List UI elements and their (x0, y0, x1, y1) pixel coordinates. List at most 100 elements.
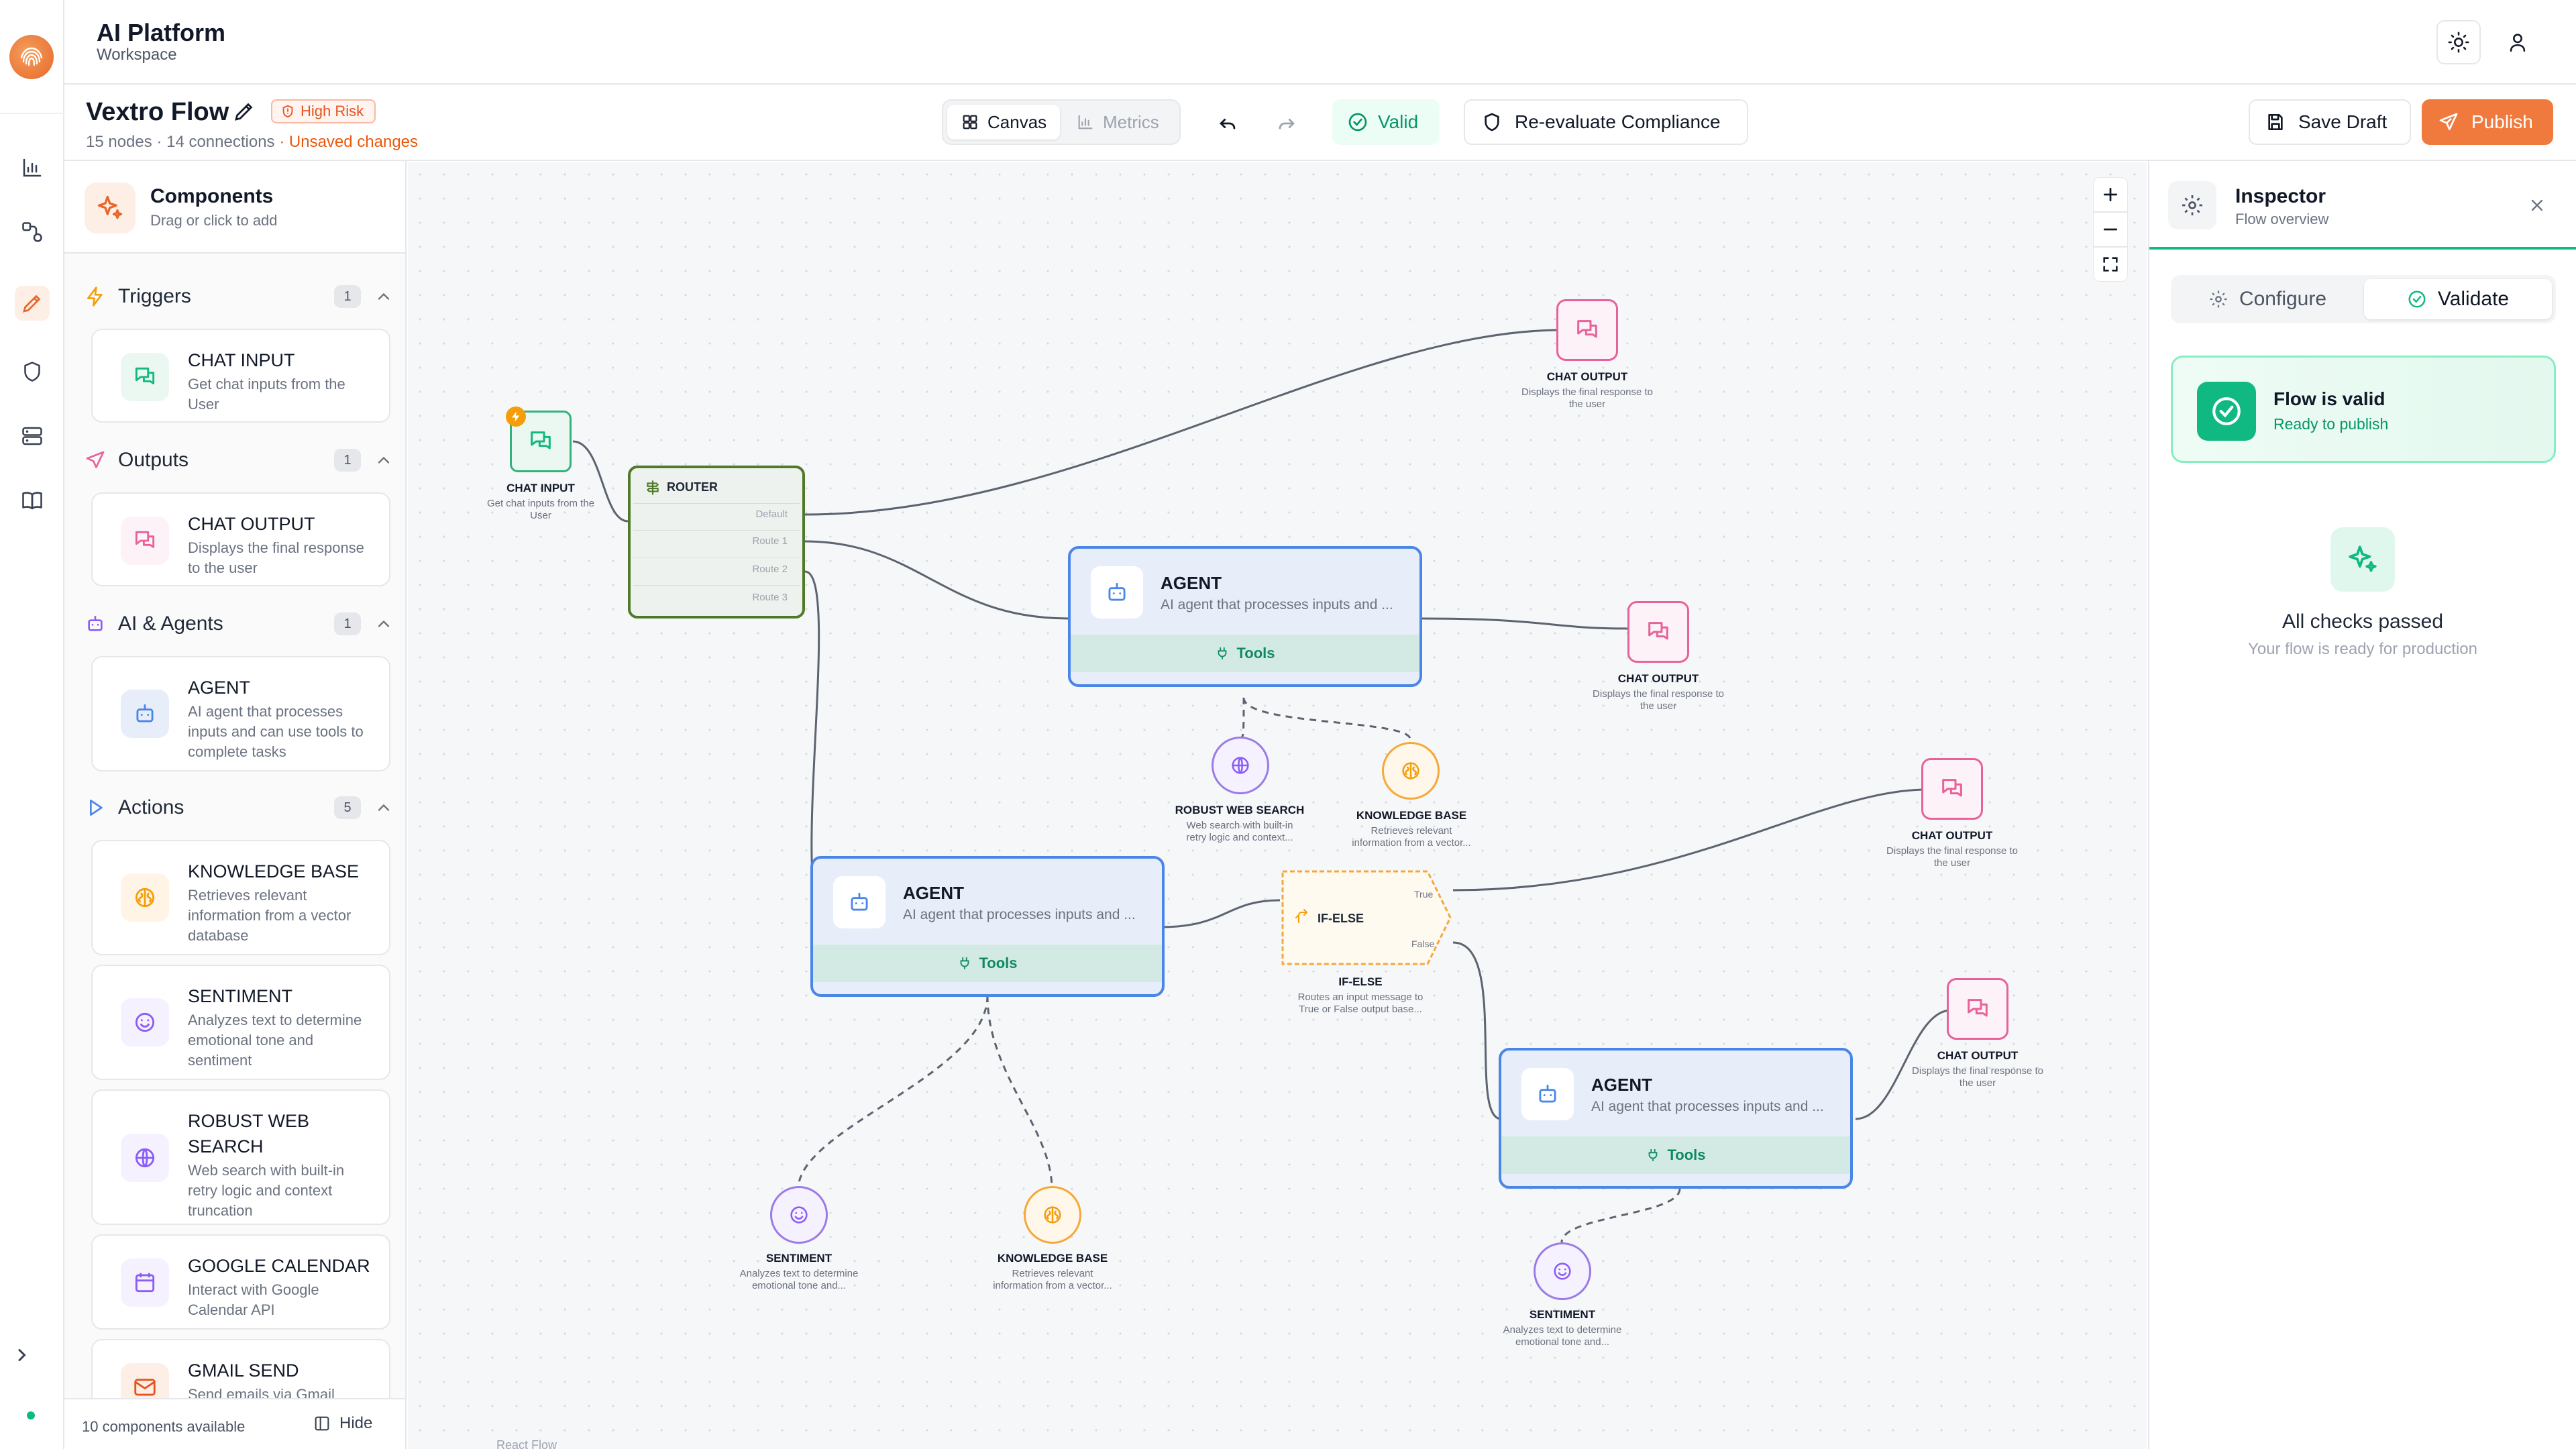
flow-name[interactable]: Vextro Flow (86, 98, 229, 126)
knowledge-base-tool-node[interactable] (1382, 742, 1440, 800)
shield-alert-icon (282, 105, 293, 118)
valid-status-button[interactable]: Valid (1332, 99, 1440, 145)
zoom-in-icon[interactable] (2093, 177, 2128, 212)
gear-icon (2210, 290, 2227, 308)
bolt-icon (85, 286, 111, 307)
server-icon[interactable] (15, 419, 50, 453)
router-divider (633, 530, 800, 531)
hide-panel-button[interactable]: Hide (313, 1414, 372, 1433)
metrics-view-button[interactable]: Metrics (1063, 105, 1173, 140)
web-search-tool-node[interactable] (1212, 737, 1269, 794)
category-label: Outputs (118, 449, 189, 471)
agent-tools-bar[interactable]: Tools (813, 945, 1162, 982)
edge-ifelse-true-output-3[interactable] (1452, 788, 1927, 892)
user-menu-button[interactable] (2496, 20, 2540, 64)
tab-configure[interactable]: Configure (2175, 279, 2360, 319)
reevaluate-compliance-button[interactable]: Re-evaluate Compliance (1464, 99, 1748, 145)
sentiment-tool-node[interactable] (1534, 1242, 1591, 1300)
inspector-header: Inspector Flow overview (2149, 161, 2576, 250)
theme-toggle-button[interactable] (2436, 20, 2481, 64)
edge-agent1-output-2[interactable] (1421, 617, 1628, 630)
book-icon[interactable] (15, 483, 50, 518)
brand-logo[interactable] (9, 35, 54, 79)
component-card-chat-output[interactable]: CHAT OUTPUT Displays the final response … (91, 492, 390, 586)
expand-sidebar-icon[interactable] (9, 1343, 34, 1367)
component-card-chat-input[interactable]: CHAT INPUT Get chat inputs from the User (91, 329, 390, 423)
grid-icon (963, 115, 977, 129)
edge-agent2-ifelse[interactable] (1160, 899, 1281, 928)
edge-agent3-output-4[interactable] (1855, 1009, 1951, 1120)
publish-button[interactable]: Publish (2422, 99, 2553, 145)
agent-tools-bar[interactable]: Tools (1501, 1136, 1850, 1174)
chat-output-icon (121, 517, 169, 565)
edge-agent3-sentiment[interactable] (1560, 1188, 1681, 1243)
component-card-google-calendar[interactable]: GOOGLE CALENDAR Interact with Google Cal… (91, 1234, 390, 1330)
category-label: Triggers (118, 285, 191, 307)
edge-agent1-knowledge-base[interactable] (1242, 697, 1411, 740)
edge-router-agent-1[interactable] (804, 540, 1069, 620)
save-draft-button[interactable]: Save Draft (2249, 99, 2411, 145)
canvas-view-button[interactable]: Canvas (947, 105, 1061, 140)
zoom-out-icon[interactable] (2093, 212, 2128, 247)
agent-desc: AI agent that processes inputs and ... (1591, 1099, 1824, 1114)
chat-output-node[interactable] (1627, 601, 1689, 663)
if-else-node[interactable]: IF-ELSE True False (1280, 869, 1453, 967)
risk-badge: High Risk (271, 99, 376, 123)
component-card-agent[interactable]: AGENT AI agent that processes inputs and… (91, 656, 390, 771)
chat-output-label: CHAT OUTPUT (1617, 672, 1699, 685)
edge-router-output-1[interactable] (804, 329, 1562, 516)
flows-icon[interactable] (15, 215, 50, 250)
category-label: AI & Agents (118, 612, 223, 635)
agent-node[interactable]: AGENT AI agent that processes inputs and… (1068, 546, 1422, 687)
redo-icon[interactable] (1272, 109, 1301, 138)
fit-view-icon[interactable] (2093, 247, 2128, 282)
save-draft-label: Save Draft (2298, 111, 2387, 132)
component-card-robust-web-search[interactable]: ROBUST WEB SEARCH Web search with built-… (91, 1089, 390, 1225)
user-icon (2510, 34, 2526, 52)
chat-output-node[interactable] (1947, 978, 2008, 1040)
agent-tools-bar[interactable]: Tools (1071, 635, 1419, 672)
category-ai-agents[interactable]: AI & Agents 1 (85, 605, 393, 643)
edge-ifelse-false-agent-3[interactable] (1452, 941, 1502, 1120)
edit-name-pencil-icon[interactable] (232, 99, 256, 127)
component-card-sentiment[interactable]: SENTIMENT Analyzes text to determine emo… (91, 965, 390, 1080)
route-2: Route 2 (752, 564, 788, 575)
agent-node[interactable]: AGENT AI agent that processes inputs and… (810, 856, 1165, 997)
components-panel: Components Drag or click to add Triggers… (64, 161, 407, 1449)
signpost-icon (646, 480, 659, 495)
tool-label: SENTIMENT (765, 1252, 833, 1265)
bar-chart-icon (1078, 115, 1093, 129)
edge-chatin-router[interactable] (572, 440, 629, 523)
knowledge-base-tool-node[interactable] (1024, 1186, 1081, 1244)
card-title: SENTIMENT (188, 986, 293, 1006)
shield-icon[interactable] (15, 354, 50, 389)
agent-node[interactable]: AGENT AI agent that processes inputs and… (1499, 1048, 1853, 1189)
router-node[interactable]: ROUTER Default Route 1 Route 2 Route 3 (628, 466, 805, 619)
pencil-icon[interactable] (15, 286, 50, 321)
chat-output-node[interactable] (1556, 299, 1618, 361)
edge-agent2-sentiment[interactable] (797, 995, 989, 1189)
category-outputs[interactable]: Outputs 1 (85, 441, 393, 479)
view-toggle: Canvas Metrics (942, 99, 1181, 145)
category-actions[interactable]: Actions 5 (85, 789, 393, 826)
chat-output-node[interactable] (1921, 758, 1983, 820)
edge-agent1-web-search[interactable] (1239, 697, 1245, 741)
nav-rail (0, 0, 64, 1449)
tab-validate[interactable]: Validate (2364, 279, 2552, 319)
close-icon[interactable] (2524, 192, 2551, 219)
flow-canvas[interactable]: CHAT INPUT Get chat inputs from the User… (408, 162, 2147, 1449)
node-count: 15 nodes (86, 133, 152, 151)
analytics-icon[interactable] (15, 150, 50, 185)
risk-badge-label: High Risk (301, 103, 364, 119)
category-triggers[interactable]: Triggers 1 (85, 278, 393, 315)
card-desc: Interact with Google Calendar API (188, 1281, 319, 1318)
robot-icon (833, 876, 885, 928)
edge-agent2-knowledge-base[interactable] (986, 995, 1053, 1189)
component-card-knowledge-base[interactable]: KNOWLEDGE BASE Retrieves relevant inform… (91, 840, 390, 955)
undo-icon[interactable] (1213, 109, 1242, 138)
sentiment-tool-node[interactable] (770, 1186, 828, 1244)
card-desc: Web search with built-in retry logic and… (188, 1162, 345, 1219)
play-icon (85, 797, 111, 818)
react-flow-attribution[interactable]: React Flow (496, 1438, 557, 1449)
agent-title: AGENT (1161, 573, 1222, 593)
